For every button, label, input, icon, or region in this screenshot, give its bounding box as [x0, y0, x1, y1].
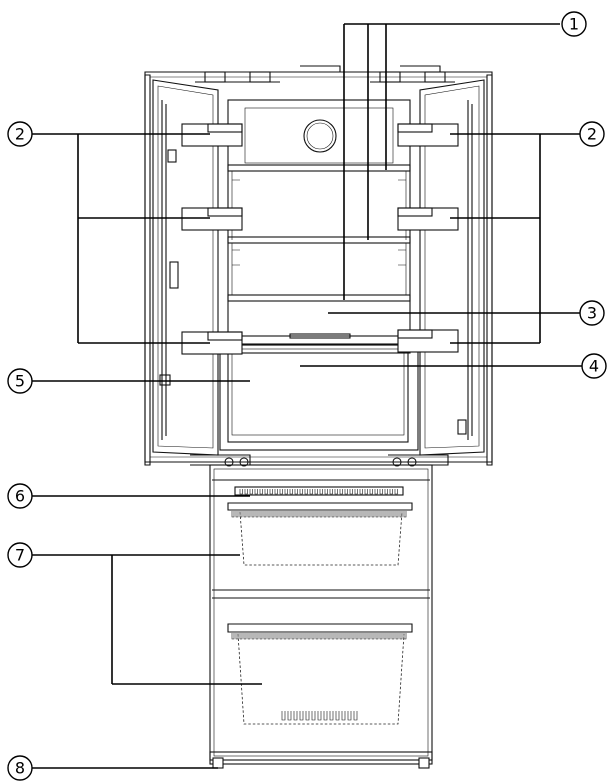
fresh-drawer	[219, 333, 419, 451]
door-bin-left-3	[181, 331, 243, 355]
top-hinge-left	[195, 71, 280, 83]
fridge-compartment	[144, 65, 493, 467]
fridge-cavity	[227, 99, 411, 346]
svg-text:4: 4	[589, 357, 599, 376]
svg-text:5: 5	[15, 372, 25, 391]
callout-2-right: 2	[579, 121, 605, 147]
leader-lines	[30, 23, 582, 769]
freezer-cabinet	[209, 464, 433, 761]
callout-1: 1	[561, 11, 587, 37]
freezer-section	[209, 464, 433, 769]
door-bin-right-3	[397, 329, 459, 353]
door-bin-left-1	[181, 123, 243, 147]
freezer-tray	[234, 486, 404, 496]
door-bin-left-2	[181, 207, 243, 231]
svg-text:2: 2	[15, 125, 25, 144]
svg-text:2: 2	[587, 125, 597, 144]
callout-7: 7	[7, 542, 33, 568]
right-door	[388, 74, 493, 467]
svg-text:7: 7	[15, 546, 25, 565]
glass-shelf-middle	[227, 236, 411, 295]
fan-cover	[303, 119, 337, 153]
callout-4: 4	[581, 353, 607, 379]
svg-text:8: 8	[15, 759, 25, 778]
door-bin-right-2	[397, 207, 459, 231]
callout-8: 8	[7, 755, 33, 781]
door-bin-right-1	[397, 123, 459, 147]
callout-2-left: 2	[7, 121, 33, 147]
callout-3: 3	[579, 300, 605, 326]
svg-text:6: 6	[15, 487, 25, 506]
top-hinge-right	[370, 71, 455, 83]
svg-text:3: 3	[587, 304, 597, 323]
svg-text:1: 1	[569, 15, 579, 34]
glass-shelf-bottom	[227, 294, 411, 302]
callout-6: 6	[7, 483, 33, 509]
shelf-rails	[232, 179, 406, 266]
left-door	[144, 74, 251, 467]
upper-freezer-drawer	[212, 479, 430, 591]
lower-freezer-drawer	[212, 597, 430, 725]
glass-shelf-top	[227, 164, 411, 240]
callout-5: 5	[7, 368, 33, 394]
